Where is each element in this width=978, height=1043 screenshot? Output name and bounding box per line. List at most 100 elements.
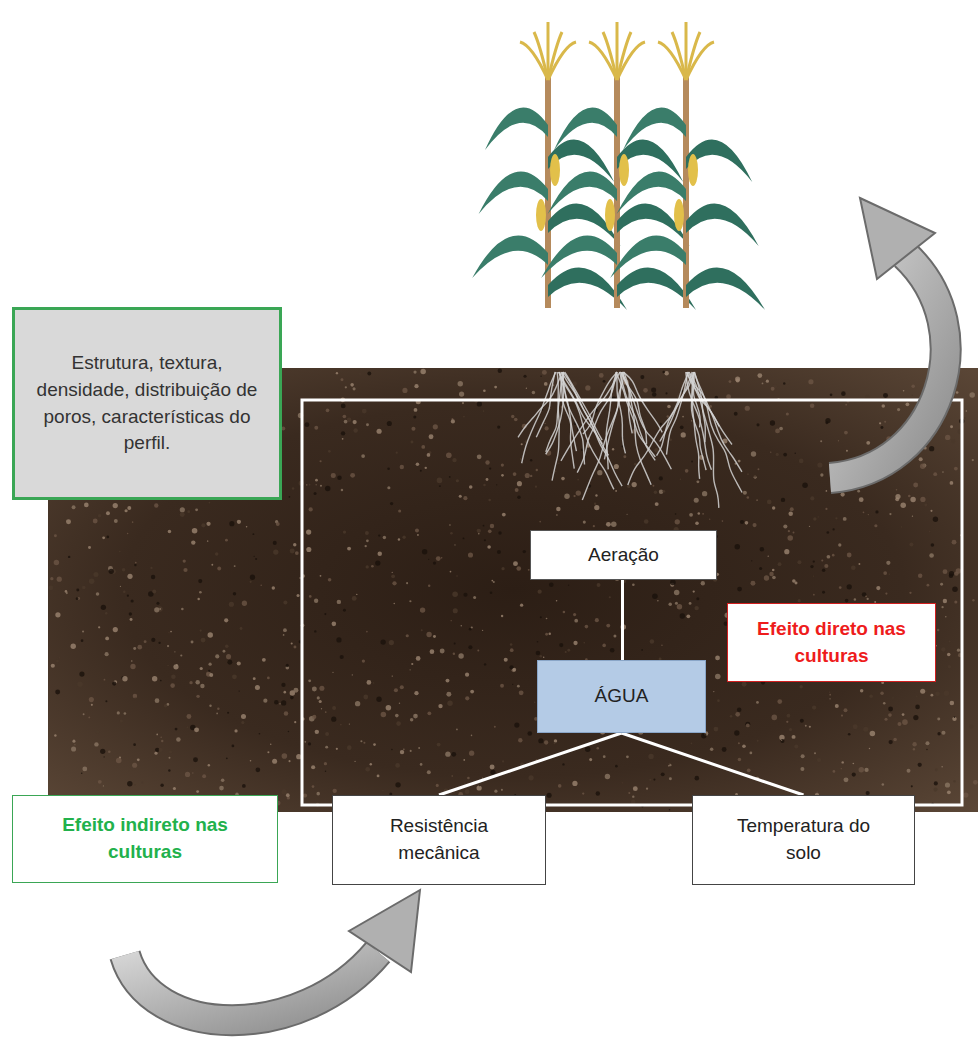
soil-speck [738, 460, 741, 463]
soil-speck [402, 388, 407, 393]
soil-speck [749, 752, 752, 755]
soil-speck [839, 586, 842, 589]
soil-speck [347, 418, 351, 422]
soil-speck [573, 613, 576, 616]
soil-speck [413, 416, 416, 419]
soil-speck [160, 783, 163, 786]
soil-speck [106, 511, 110, 515]
soil-speck [208, 670, 210, 672]
soil-speck [793, 532, 795, 534]
soil-speck [701, 581, 705, 585]
soil-speck [847, 553, 852, 558]
soil-speck [72, 740, 75, 743]
soil-speck [425, 467, 427, 469]
soil-speck [290, 548, 295, 553]
soil-speck [187, 726, 189, 728]
soil-speck [865, 595, 867, 597]
soil-speck [239, 690, 240, 691]
soil-speck [134, 784, 135, 785]
soil-speck [260, 585, 262, 587]
corn-plant [610, 22, 765, 310]
box-text: Temperatura do solo [723, 813, 884, 866]
soil-speck [911, 785, 913, 787]
soil-speck [538, 738, 543, 743]
soil-speck [735, 544, 741, 550]
soil-speck [879, 422, 881, 424]
soil-speck [414, 384, 418, 388]
connector-line [622, 733, 804, 795]
soil-speck [747, 496, 750, 499]
soil-speck [127, 506, 131, 510]
soil-speck [888, 707, 893, 712]
soil-speck [896, 489, 898, 491]
soil-speck [757, 373, 762, 378]
soil-speck [702, 513, 704, 515]
soil-speck [451, 620, 452, 621]
corn-leaf [610, 235, 686, 278]
soil-speck [843, 517, 847, 521]
soil-speck [862, 592, 867, 597]
soil-speck [451, 775, 452, 776]
soil-speck [841, 768, 842, 769]
soil-speck [651, 387, 656, 392]
soil-speck [187, 510, 190, 513]
arrow-body [125, 952, 378, 1020]
soil-speck [362, 409, 367, 414]
soil-speck [202, 774, 206, 778]
soil-speck [841, 391, 846, 396]
soil-speck [317, 696, 320, 699]
soil-speck [154, 503, 158, 507]
soil-speck [909, 592, 911, 594]
soil-speck [93, 519, 98, 524]
soil-speck [159, 748, 163, 752]
root-system [518, 372, 742, 508]
soil-speck [605, 774, 610, 779]
soil-speck [515, 488, 519, 492]
soil-speck [459, 495, 462, 498]
soil-speck [490, 770, 495, 775]
soil-speck [477, 454, 482, 459]
soil-speck [769, 572, 773, 576]
soil-speck [113, 627, 118, 632]
soil-speck [134, 697, 135, 698]
soil-speck [279, 703, 280, 704]
soil-speck [494, 790, 497, 793]
soil-speck [750, 581, 755, 586]
soil-speck [841, 492, 845, 496]
soil-speck [594, 505, 599, 510]
soil-speck [410, 441, 413, 444]
soil-speck [579, 784, 580, 785]
soil-speck [55, 612, 60, 617]
soil-speck [956, 391, 959, 394]
soil-speck [545, 423, 546, 424]
soil-speck [485, 460, 489, 464]
soil-speck [615, 765, 618, 768]
soil-speck [284, 691, 287, 694]
soil-speck [627, 485, 631, 489]
soil-speck [383, 536, 386, 539]
soil-speck [93, 572, 98, 577]
soil-speck [483, 525, 485, 527]
soil-speck [626, 755, 629, 758]
soil-speck [176, 664, 178, 666]
soil-speck [156, 734, 158, 736]
arrow-head [860, 198, 935, 279]
soil-speck [489, 467, 491, 469]
soil-speck [415, 529, 419, 533]
root-line [616, 372, 655, 457]
soil-speck [207, 673, 209, 675]
soil-speck [464, 782, 465, 783]
soil-speck [237, 661, 241, 665]
soil-speck [668, 765, 670, 767]
soil-speck [826, 531, 829, 534]
soil-speck [293, 688, 298, 693]
soil-speck [328, 578, 332, 582]
soil-speck [646, 788, 648, 790]
soil-speck [745, 722, 750, 727]
soil-speck [292, 487, 295, 490]
soil-speck [486, 478, 489, 481]
soil-speck [226, 654, 231, 659]
soil-speck [398, 538, 400, 540]
soil-speck [675, 602, 678, 605]
soil-speck [102, 536, 105, 539]
